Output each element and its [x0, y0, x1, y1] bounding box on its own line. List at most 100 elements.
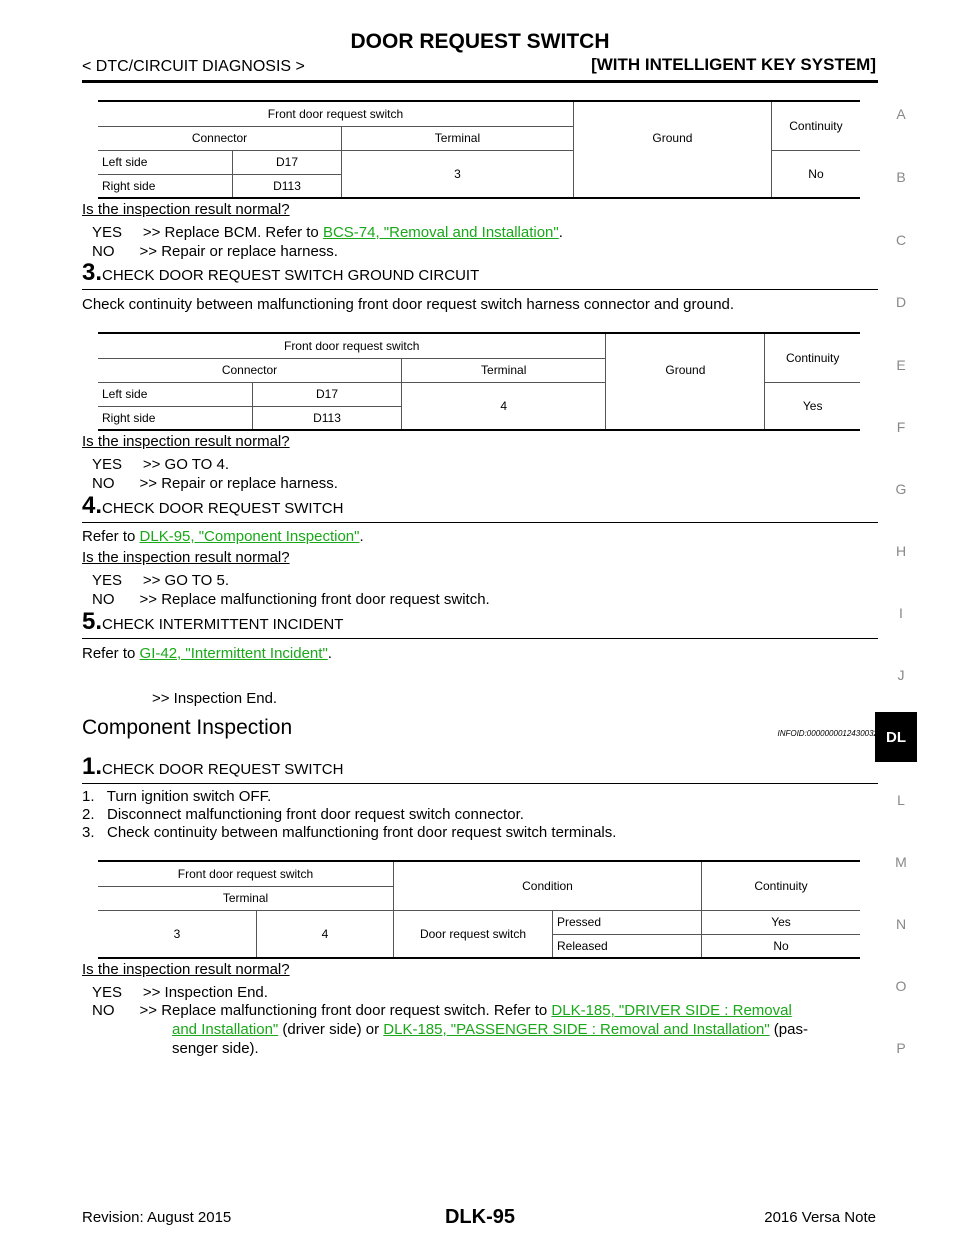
step-5-heading: 5.CHECK INTERMITTENT INCIDENT [82, 608, 878, 639]
info-id: INFOID:0000000012430032 [777, 729, 878, 738]
table-header-continuity: Continuity [764, 332, 860, 383]
table-cell-continuity: No [770, 150, 860, 199]
link-dlk-185-driver-cont[interactable]: and Installation" [172, 1021, 279, 1038]
table-header-group: Front door request switch [98, 100, 574, 127]
table-header-connector: Connector [98, 358, 402, 383]
step-4-heading: 4.CHECK DOOR REQUEST SWITCH [82, 492, 878, 523]
component-continuity-table: Front door request switch Condition Cont… [98, 860, 860, 959]
side-index-p[interactable]: P [896, 1040, 906, 1056]
side-index-b[interactable]: B [896, 169, 906, 185]
side-index-d[interactable]: D [895, 294, 907, 310]
answer-no-tail2: senger side). [172, 1040, 259, 1057]
table-cell-state: Released [552, 934, 702, 959]
link-dlk-95[interactable]: DLK-95, "Component Inspection" [139, 528, 360, 545]
step-title: CHECK DOOR REQUEST SWITCH GROUND CIRCUIT [102, 267, 480, 284]
table-cell-continuity: Yes [701, 909, 860, 935]
component-step-1-heading: 1.CHECK DOOR REQUEST SWITCH [82, 753, 878, 784]
step-number: 4. [82, 492, 103, 519]
side-index-dl-active[interactable]: DL [875, 712, 917, 762]
side-index-a[interactable]: A [896, 106, 906, 122]
procedure-item: 3. Check continuity between malfunctioni… [82, 824, 617, 841]
answer-no-cont: and Installation" (driver side) or DLK-1… [172, 1021, 808, 1038]
table-cell-connector: D113 [232, 174, 342, 199]
side-index-c[interactable]: C [895, 232, 907, 248]
breadcrumb: < DTC/CIRCUIT DIAGNOSIS > [82, 58, 305, 75]
table-header-group: Front door request switch [98, 332, 606, 359]
step-5-refer: Refer to GI-42, "Intermittent Incident". [82, 645, 332, 662]
refer-suffix: . [327, 645, 332, 662]
side-index-j[interactable]: J [897, 667, 905, 683]
side-index-e[interactable]: E [896, 357, 906, 373]
header-divider [82, 80, 878, 83]
procedure-item: 1. Turn ignition switch OFF. [82, 788, 272, 805]
refer-suffix: . [359, 528, 364, 545]
table-header-terminal: Terminal [400, 358, 606, 383]
answer-yes-text: YES >> Replace BCM. Refer to [92, 224, 323, 241]
table-cell-connector: D113 [252, 406, 402, 431]
table-cell-terminal: 3 [341, 150, 574, 199]
harness-ground-table-1: Front door request switch Ground Continu… [98, 100, 860, 199]
inspection-end-text: >> Inspection End. [152, 690, 278, 707]
answer-no: NO >> Replace malfunctioning front door … [92, 591, 490, 608]
step-title: CHECK INTERMITTENT INCIDENT [102, 616, 344, 633]
answer-yes: YES >> Inspection End. [92, 984, 268, 1001]
side-index-h[interactable]: H [895, 543, 907, 559]
table-cell-condition: Door request switch [393, 909, 553, 959]
side-index-l[interactable]: L [897, 792, 905, 808]
link-dlk-185-passenger[interactable]: DLK-185, "PASSENGER SIDE : Removal and I… [383, 1021, 770, 1038]
answer-yes-suffix: . [558, 224, 563, 241]
procedure-item: 2. Disconnect malfunctioning front door … [82, 806, 524, 823]
link-dlk-185-driver[interactable]: DLK-185, "DRIVER SIDE : Removal [551, 1002, 792, 1019]
table-cell-connector: D17 [232, 150, 342, 175]
answer-no-tail: (pas- [769, 1021, 808, 1038]
step-4-refer: Refer to DLK-95, "Component Inspection". [82, 528, 364, 545]
link-bcs-74[interactable]: BCS-74, "Removal and Installation" [322, 224, 559, 241]
table-cell-terminal-2: 4 [256, 909, 394, 959]
side-index-m[interactable]: M [895, 854, 907, 870]
table-cell-side: Left side [98, 382, 253, 407]
page-number: DLK-95 [444, 1206, 515, 1228]
answer-yes: YES >> Replace BCM. Refer to BCS-74, "Re… [92, 224, 563, 241]
table-header-terminal: Terminal [341, 126, 574, 151]
answer-no: NO >> Replace malfunctioning front door … [92, 1002, 792, 1019]
table-header-ground: Ground [572, 100, 772, 174]
refer-prefix: Refer to [82, 528, 140, 545]
table-cell-connector: D17 [252, 382, 402, 407]
table-header-ground: Ground [605, 332, 765, 406]
side-index-n[interactable]: N [895, 916, 907, 932]
page-title: DOOR REQUEST SWITCH [350, 30, 610, 53]
table-cell-side: Right side [98, 174, 233, 199]
section-title: Component Inspection [82, 716, 293, 739]
inspection-question: Is the inspection result normal? [82, 549, 290, 566]
side-index-i[interactable]: I [899, 605, 903, 621]
answer-yes: YES >> GO TO 4. [92, 456, 230, 473]
inspection-question: Is the inspection result normal? [82, 201, 290, 218]
side-index-f[interactable]: F [896, 419, 906, 435]
side-index-o[interactable]: O [895, 978, 907, 994]
table-header-continuity: Continuity [701, 860, 860, 910]
table-cell-ground-empty [572, 174, 772, 199]
table-header-connector: Connector [98, 126, 342, 151]
table-header-group: Front door request switch [98, 860, 394, 887]
step-number: 5. [82, 608, 103, 635]
step-title: CHECK DOOR REQUEST SWITCH [102, 500, 344, 517]
table-cell-continuity: No [701, 934, 860, 959]
table-cell-continuity: Yes [764, 382, 860, 431]
answer-no: NO >> Repair or replace harness. [92, 243, 338, 260]
table-cell-ground-empty [605, 406, 765, 431]
harness-ground-table-2: Front door request switch Ground Continu… [98, 332, 860, 431]
step-number: 1. [82, 753, 103, 780]
refer-prefix: Refer to [82, 645, 140, 662]
table-cell-terminal: 4 [400, 382, 606, 431]
inspection-question: Is the inspection result normal? [82, 961, 290, 978]
side-index-g[interactable]: G [895, 481, 907, 497]
step-number: 3. [82, 259, 103, 286]
step-3-description: Check continuity between malfunctioning … [82, 296, 735, 313]
system-mode-label: [WITH INTELLIGENT KEY SYSTEM] [591, 55, 876, 74]
inspection-question: Is the inspection result normal? [82, 433, 290, 450]
table-cell-side: Right side [98, 406, 253, 431]
answer-no-mid: (driver side) or [278, 1021, 384, 1038]
table-header-continuity: Continuity [770, 100, 860, 151]
link-gi-42[interactable]: GI-42, "Intermittent Incident" [139, 645, 328, 662]
answer-no: NO >> Repair or replace harness. [92, 475, 338, 492]
